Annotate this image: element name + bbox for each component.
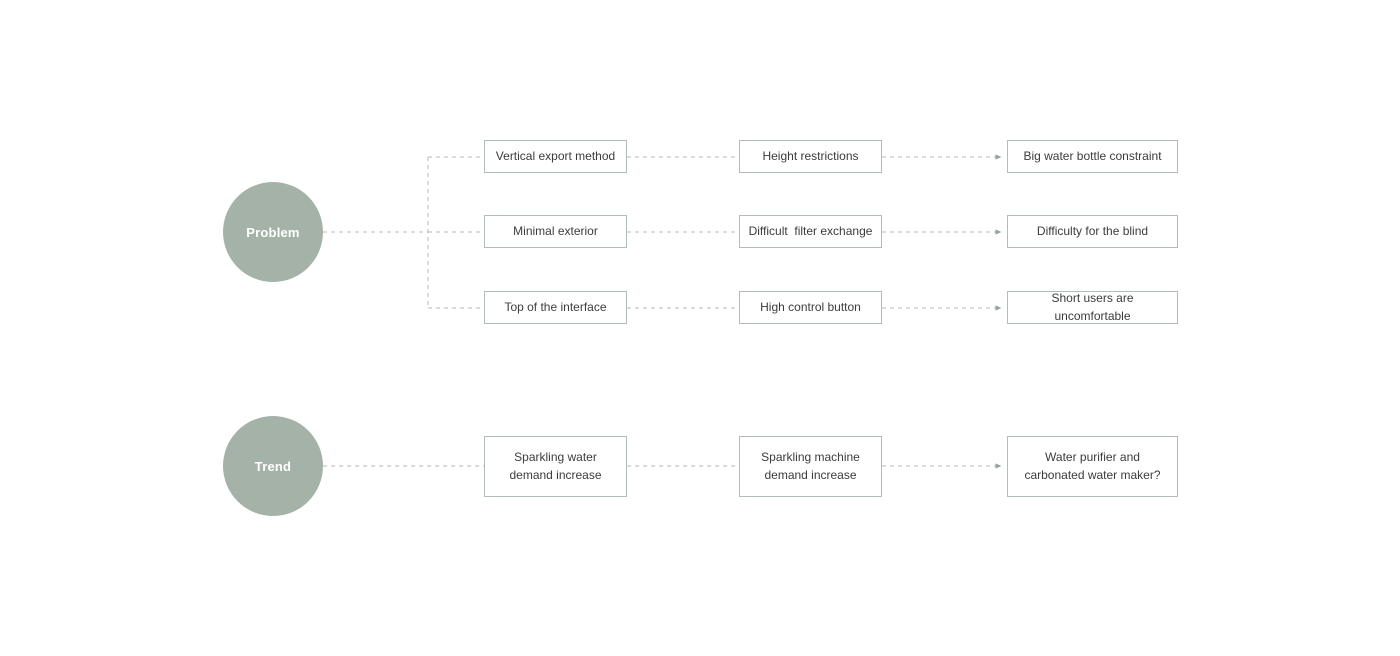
- node-problem-effect-3-label: High control button: [760, 299, 861, 314]
- node-problem-cause-3-label: Top of the interface: [504, 299, 607, 314]
- node-problem-cause-2[interactable]: Minimal exterior: [484, 215, 627, 248]
- node-problem-outcome-1[interactable]: Big water bottle constraint: [1007, 140, 1178, 173]
- node-problem-root[interactable]: Problem: [223, 182, 323, 282]
- node-trend-cause-1[interactable]: Sparkling water demand increase: [484, 436, 627, 497]
- node-trend-root[interactable]: Trend: [223, 416, 323, 516]
- node-problem-outcome-3[interactable]: Short users are uncomfortable: [1007, 291, 1178, 324]
- node-problem-cause-3[interactable]: Top of the interface: [484, 291, 627, 324]
- node-trend-outcome-1-label: Water purifier and carbonated water make…: [1024, 450, 1161, 482]
- node-trend-outcome-1[interactable]: Water purifier and carbonated water make…: [1007, 436, 1178, 497]
- node-trend-cause-1-label: Sparkling water demand increase: [509, 450, 602, 482]
- node-trend-effect-1-label: Sparkling machine demand increase: [761, 450, 860, 482]
- node-problem-cause-1-label: Vertical export method: [495, 148, 616, 163]
- node-problem-outcome-3-label: Short users are uncomfortable: [1051, 291, 1137, 323]
- node-trend-effect-1[interactable]: Sparkling machine demand increase: [739, 436, 882, 497]
- node-problem-effect-2[interactable]: Difficult filter exchange: [739, 215, 882, 248]
- node-problem-effect-1-label: Height restrictions: [762, 148, 859, 163]
- node-problem-effect-3[interactable]: High control button: [739, 291, 882, 324]
- node-problem-outcome-2[interactable]: Difficulty for the blind: [1007, 215, 1178, 248]
- node-problem-outcome-2-label: Difficulty for the blind: [1036, 223, 1149, 238]
- node-problem-effect-1[interactable]: Height restrictions: [739, 140, 882, 173]
- node-trend-root-label: Trend: [254, 458, 292, 474]
- node-problem-effect-2-label: Difficult filter exchange: [748, 223, 873, 238]
- node-problem-root-label: Problem: [246, 224, 300, 240]
- node-problem-cause-2-label: Minimal exterior: [513, 223, 598, 238]
- node-problem-cause-1[interactable]: Vertical export method: [484, 140, 627, 173]
- node-problem-outcome-1-label: Big water bottle constraint: [1023, 148, 1162, 163]
